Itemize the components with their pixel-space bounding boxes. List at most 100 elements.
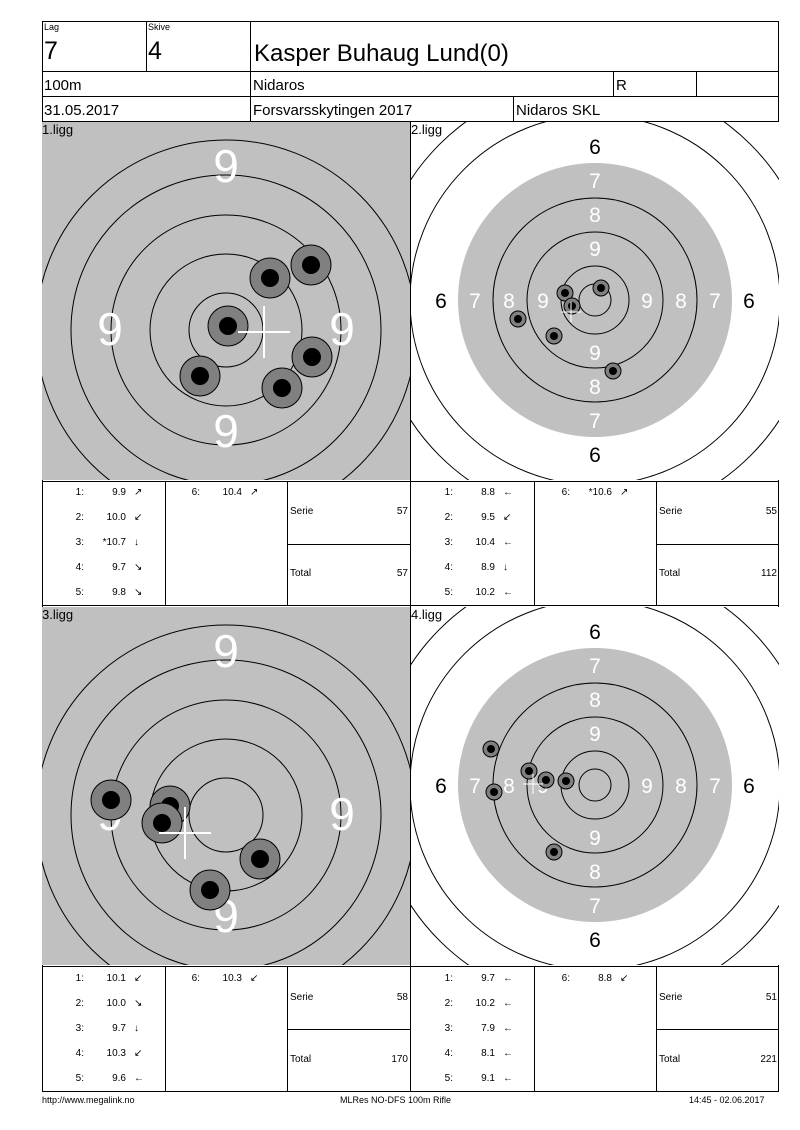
shot-score: 9.5 (481, 512, 495, 523)
shot-center (261, 269, 279, 287)
serie-label: Serie (659, 992, 683, 1003)
panel-label: 2.ligg (411, 122, 443, 137)
footer-timestamp: 14:45 - 02.06.2017 (689, 1095, 765, 1105)
direction-arrow-icon: ↙ (620, 973, 629, 984)
target-black-zone (458, 163, 732, 437)
ring-number: 9 (329, 303, 355, 355)
shot-number: 5: (75, 1073, 84, 1084)
shot-center (191, 367, 209, 385)
shot-score: 9.7 (112, 1023, 126, 1034)
target-ring (42, 624, 410, 965)
shot-center (302, 256, 320, 274)
ring-number: 8 (675, 290, 687, 313)
table-divider (534, 966, 535, 1092)
ring-number: 9 (641, 290, 653, 313)
shot-number: 3: (444, 1023, 453, 1034)
shot-center (597, 284, 605, 292)
table-divider (165, 966, 166, 1092)
ring-number: 9 (213, 405, 239, 457)
table-divider (656, 544, 779, 545)
shot-score: *10.7 (102, 537, 126, 548)
ring-number: 6 (435, 775, 447, 798)
ring-number: 9 (329, 788, 355, 840)
shot-score: 10.0 (106, 512, 126, 523)
header-divider (513, 96, 514, 121)
shot-number: 3: (75, 537, 84, 548)
table-divider (165, 481, 166, 605)
ring-number: 9 (589, 342, 601, 365)
skive-label: Skive (148, 22, 171, 32)
event-date: 31.05.2017 (44, 102, 120, 119)
total-label: Total (659, 568, 681, 579)
header-divider (42, 96, 779, 97)
ring-number: 9 (213, 140, 239, 192)
shot-number: 6: (191, 973, 200, 984)
ring-number: 7 (589, 410, 601, 433)
ring-number: 7 (709, 290, 721, 313)
ring-number: 8 (589, 204, 601, 227)
event-name: Forsvarsskytingen 2017 (253, 102, 413, 119)
ring-number: 6 (435, 290, 447, 313)
shot-center (609, 367, 617, 375)
shot-number: 5: (444, 1073, 453, 1084)
lag-value: 7 (44, 37, 58, 65)
target-ring (70, 659, 382, 965)
shot-number: 4: (444, 562, 453, 573)
shot-center (550, 848, 558, 856)
ring-number: 6 (589, 929, 601, 952)
shot-center (514, 315, 522, 323)
shot-center (273, 379, 291, 397)
panel-divider (42, 605, 779, 606)
target-ring (110, 214, 342, 446)
direction-arrow-icon: ↙ (134, 973, 143, 984)
ring-number: 9 (589, 723, 601, 746)
target-ring (526, 716, 664, 854)
table-divider (534, 481, 535, 605)
direction-arrow-icon: ↘ (134, 998, 143, 1009)
shot-score: 9.7 (112, 562, 126, 573)
table-divider (656, 1029, 779, 1030)
footer-program: MLRes NO-DFS 100m Rifle (340, 1095, 452, 1105)
shot-number: 6: (561, 487, 570, 498)
target-ring (578, 768, 612, 802)
header-divider (250, 21, 251, 121)
serie-value: 51 (765, 992, 777, 1003)
shot-number: 1: (444, 973, 453, 984)
ring-number: 8 (589, 689, 601, 712)
header-divider (613, 71, 614, 96)
shot-score: 8.8 (598, 973, 612, 984)
shot-number: 6: (191, 487, 200, 498)
shot-center (219, 317, 237, 335)
direction-arrow-icon: ← (503, 973, 513, 984)
shot-center (550, 332, 558, 340)
shot-center (561, 289, 569, 297)
target-ring (149, 253, 303, 407)
panel-divider (410, 121, 411, 1092)
direction-arrow-icon: ↘ (134, 562, 143, 573)
shot-score: 8.1 (481, 1048, 495, 1059)
ring-number: 8 (589, 376, 601, 399)
panel-label: 1.ligg (42, 122, 74, 137)
lag-label: Lag (44, 22, 60, 32)
shot-number: 4: (444, 1048, 453, 1059)
ring-number: 7 (589, 655, 601, 678)
skive-value: 4 (148, 37, 162, 65)
panel-label: 3.ligg (42, 607, 74, 622)
direction-arrow-icon: ← (134, 1073, 144, 1084)
shot-number: 2: (444, 998, 453, 1009)
shot-score: 9.1 (481, 1073, 495, 1084)
shot-number: 3: (75, 1023, 84, 1034)
shot-score: 9.6 (112, 1073, 126, 1084)
direction-arrow-icon: ← (503, 1023, 513, 1034)
serie-label: Serie (290, 506, 314, 517)
target-ring (42, 139, 410, 480)
footer-url: http://www.megalink.no (42, 1095, 135, 1105)
ring-number: 7 (589, 895, 601, 918)
direction-arrow-icon: ↓ (503, 562, 508, 573)
serie-label: Serie (659, 506, 683, 517)
shot-number: 2: (444, 512, 453, 523)
ring-number: 9 (589, 827, 601, 850)
